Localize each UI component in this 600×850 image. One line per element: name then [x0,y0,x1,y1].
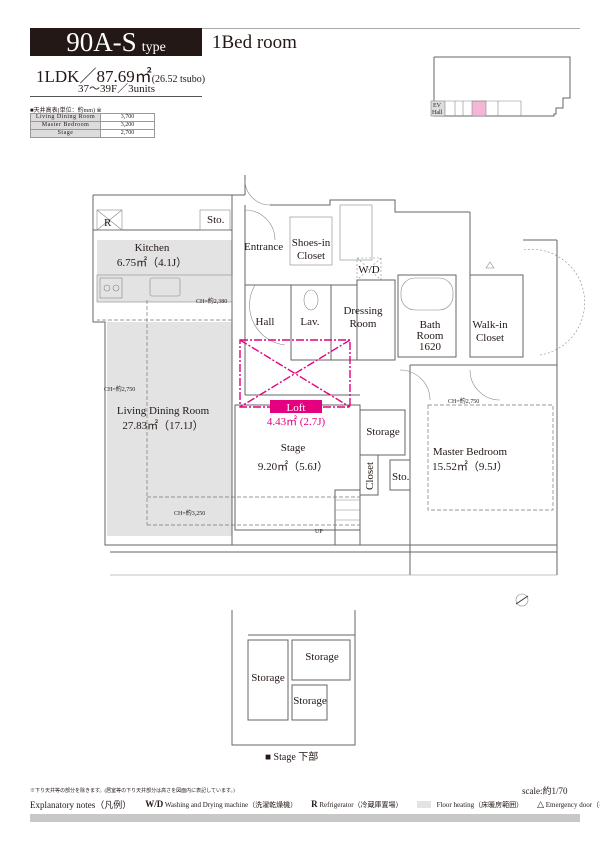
storage-mid-label: Sto. [392,471,410,483]
r-key: R [311,799,318,809]
kitchen-label: Kitchen [135,242,170,254]
layout-area: 1LDK／87.69㎡ [36,67,152,86]
wd-key: W/D [145,799,164,809]
key-plan: EV Hall [430,56,571,117]
dressing-room-label: Room [350,318,377,330]
ceiling-table-title: ■天井高表(単位：約mm) ※ [30,108,102,114]
ldr-label: Living Dining Room [117,405,210,417]
bath-room-label: Room [417,330,444,342]
type-code: 90A-S [66,27,137,57]
legend-wd: W/D Washing and Drying machine（洗濯乾燥機） [145,799,297,810]
hall-label: Hall [432,110,443,116]
lav-label: Lav. [300,316,319,328]
north-arrow-icon [515,593,529,607]
legend: Explanatory notes（凡例） W/D Washing and Dr… [30,798,600,811]
lower-storage-left: Storage [251,672,285,684]
floor-heating-swatch [416,801,431,809]
closet-label: Closet [364,462,376,490]
ldr-area: 27.83㎡（17.1J） [122,419,203,432]
ev-label: EV [433,103,442,109]
emergency-door-icon: △ [537,799,545,809]
entrance-label: Entrance [244,241,283,253]
legend-heat: Floor heating（床暖房範囲） [416,800,524,810]
lower-storage-bottom: Storage [293,695,327,707]
room-type: 1Bed room [212,32,297,53]
scale: scale:約1/70 [522,786,568,796]
shoes-in-label: Shoes-in [292,237,331,249]
loft-label-box [270,400,322,413]
value-cell: 2,700 [100,129,155,138]
stage-under-plan: Storage Storage Storage [231,610,356,746]
legend-title: Explanatory notes（凡例） [30,800,132,810]
lower-storage-top: Storage [305,651,339,663]
bath-size: 1620 [419,341,442,353]
hall-label: Hall [256,316,275,328]
kitchen-area: 6.75㎡（4.1J） [117,256,187,269]
stairs-up-label: UP [315,529,323,535]
legend-r: R Refrigerator（冷蔵庫置場） [311,799,402,810]
r-desc: Refrigerator（冷蔵庫置場） [319,801,403,809]
floor-heating-living [107,322,232,536]
shoes-closet-label: Closet [297,250,325,262]
storage-label: Storage [366,426,400,438]
dressing-label: Dressing [343,305,383,317]
type-title-box: 90A-S type [30,28,202,56]
heat-desc: Floor heating（床暖房範囲） [436,800,524,809]
spec-rule [30,96,202,97]
emerg-desc: Emergency door（非常扉） [545,801,600,809]
ch-master: CH=約2,750 [448,397,479,405]
footer-bar [30,814,580,822]
walkin-closet-label: Closet [476,332,504,344]
stage-under-caption: ■ Stage 下部 [265,752,319,763]
master-bedroom-label: Master Bedroom [433,446,508,458]
storage-top-label: Sto. [207,214,225,226]
walls [92,175,585,576]
loft-area: 4.43㎡ (2.7J) [267,415,326,428]
ch-ldr: CH=約2,750 [104,385,135,393]
floors-units: 37～39F／3units [78,83,156,95]
wd-label: W/D [358,264,379,276]
ch-3250: CH=約3,250 [174,509,205,517]
wd-desc: Washing and Drying machine（洗濯乾燥機） [164,801,298,809]
legend-emergency: △ Emergency door（非常扉） [537,799,600,810]
master-area: 15.52㎡（9.5J） [432,460,508,473]
room-labels: R Sto. Kitchen 6.75㎡（4.1J） CH=約2,380 Ent… [104,214,508,535]
loft-label: Loft [287,402,306,414]
bath-label: Bath [420,319,441,331]
floor-heating-kitchen [97,240,232,302]
ch-kitchen: CH=約2,380 [196,297,227,305]
walkin-label: Walk-in [472,319,508,331]
type-suffix: type [141,40,166,55]
stage-label: Stage [281,442,306,454]
highlighted-unit [471,100,487,117]
stage-area: 9.20㎡（5.6J） [258,460,328,473]
header-rule [202,28,580,29]
layout-spec: 1LDK／87.69㎡(26.52 tsubo) [36,62,205,87]
tsubo: (26.52 tsubo) [151,74,206,85]
refrigerator-label: R [104,217,112,229]
footnote: ※下り天井等の部分を除きます。(居室等の下り天井部分は高さを図面内に表記していま… [30,789,235,794]
